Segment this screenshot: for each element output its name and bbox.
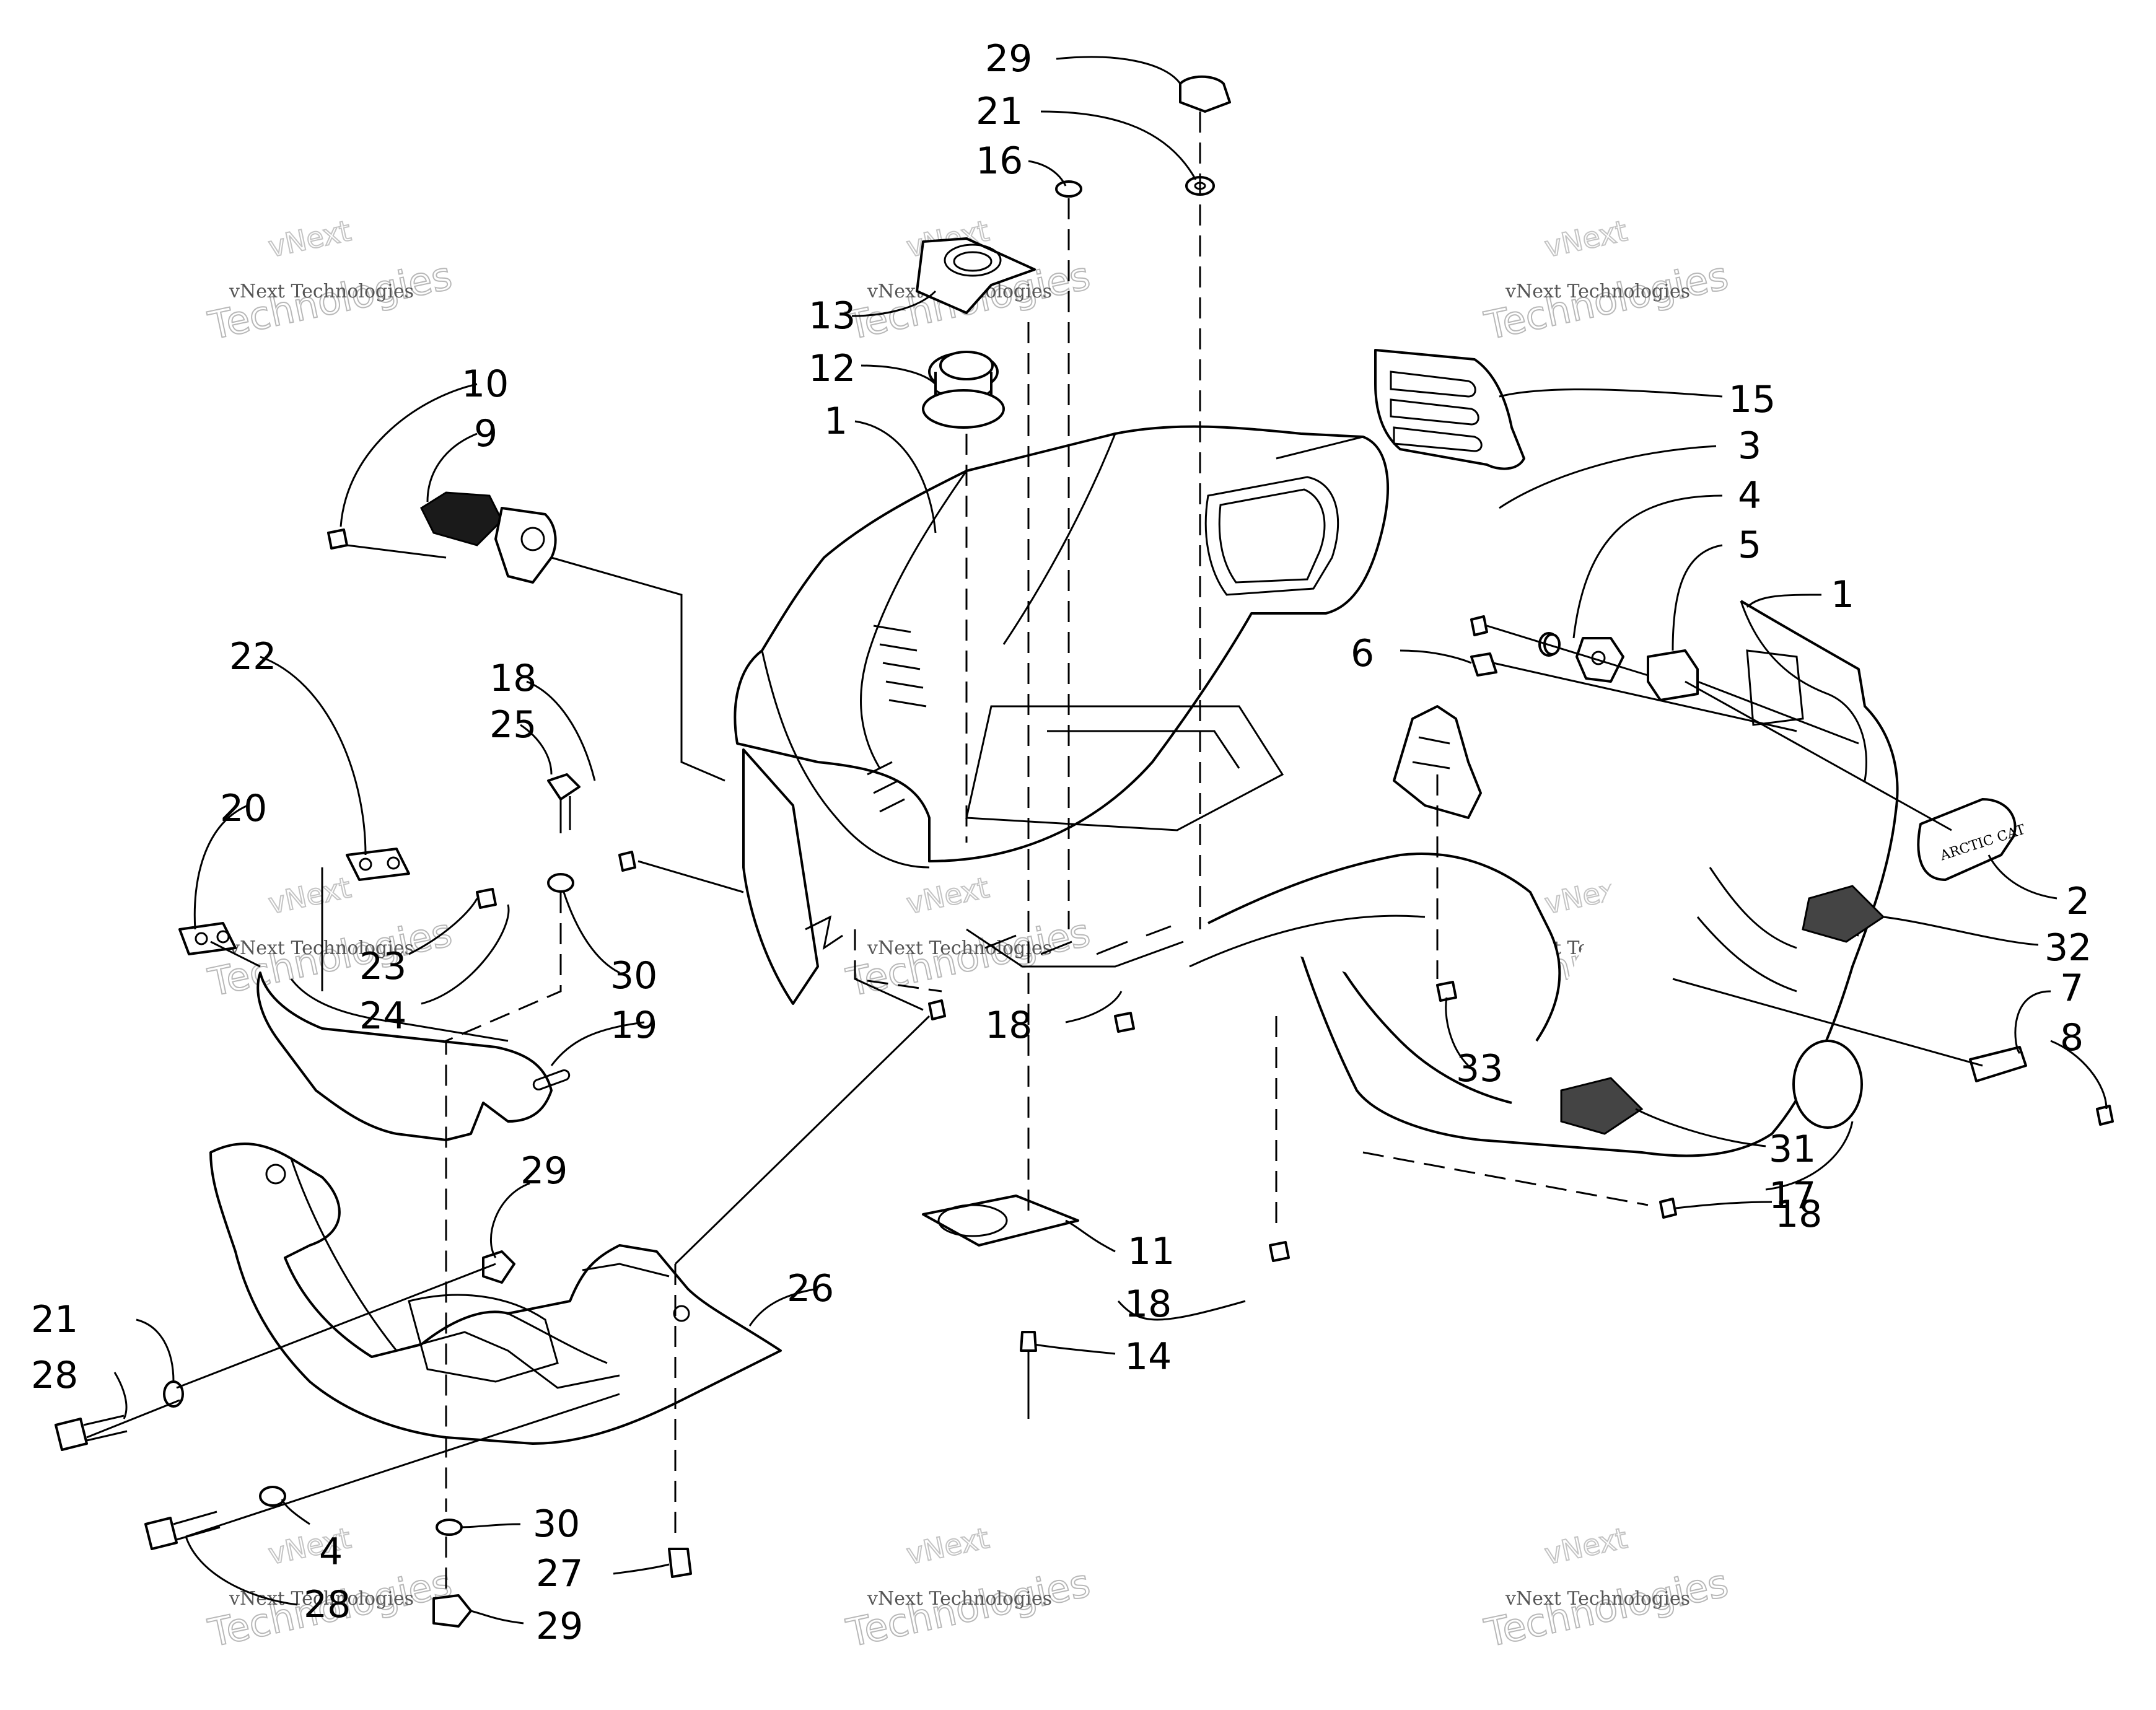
part-15-vent-grille: [1374, 349, 1525, 470]
callout-27: 27: [536, 1552, 583, 1595]
part-11-base-plate: [922, 1195, 1079, 1247]
part-22-plate: [346, 848, 410, 881]
watermark-vnext: vNext: [1541, 214, 1630, 264]
part-17-round-plug: [1792, 1040, 1863, 1129]
callout-18: 18: [489, 657, 537, 700]
part-32-grille: [1802, 885, 1885, 943]
callout-28-low: 28: [304, 1583, 351, 1626]
watermark-vnext: vNext: [265, 870, 354, 921]
callout-30: 30: [610, 954, 657, 998]
watermark-vnext: vNext: [903, 870, 992, 921]
watermark-vnext: vNext: [903, 1521, 992, 1571]
callout-33: 33: [1456, 1047, 1503, 1090]
part-31-grille: [1560, 1077, 1644, 1135]
callout-4-low: 4: [319, 1530, 343, 1574]
part-1-right-fender: [1189, 600, 1899, 1157]
watermark-text: vNext Technologies: [1505, 1588, 1690, 1610]
part-7-reflector: [1969, 1046, 2027, 1082]
part-33-bracket: [1393, 705, 1482, 819]
callout-12: 12: [809, 347, 856, 390]
callout-7: 7: [2060, 967, 2084, 1010]
part-1-main-body: [734, 425, 1389, 1005]
callout-9: 9: [474, 412, 497, 455]
part-12-plug: [922, 351, 1005, 429]
callout-14: 14: [1124, 1335, 1172, 1379]
callout-labels: 29 21 16 13 12 1 10 9 15 3 4 5 1 6 18 25…: [31, 37, 2092, 1648]
assembly-lines: [86, 112, 1983, 1592]
callout-21-low: 21: [31, 1298, 78, 1341]
callout-4: 4: [1738, 474, 1761, 517]
callout-26: 26: [787, 1267, 834, 1310]
part-13-plate: [916, 237, 1036, 314]
callout-2: 2: [2066, 880, 2090, 923]
callout-11: 11: [1128, 1230, 1175, 1273]
watermark-text: vNext Technologies: [867, 1588, 1052, 1610]
callout-29: 29: [985, 37, 1032, 81]
callout-22: 22: [229, 635, 276, 678]
watermark-vnext: vNext: [1541, 1521, 1630, 1571]
watermark-vnext: vNext: [265, 214, 354, 264]
callout-5: 5: [1738, 524, 1761, 567]
hardware: [55, 75, 2114, 1628]
callout-18-right: 18: [1775, 1193, 1822, 1236]
callout-1-right: 1: [1831, 573, 1854, 616]
callout-30-low: 30: [533, 1502, 580, 1546]
callout-20: 20: [220, 787, 267, 830]
callout-13: 13: [809, 294, 856, 338]
watermark-text: vNext Technologies: [229, 1588, 414, 1610]
callout-6: 6: [1351, 632, 1374, 675]
callout-18-mid: 18: [985, 1004, 1032, 1047]
callout-32: 32: [2044, 926, 2092, 970]
callout-18-low: 18: [1124, 1282, 1172, 1326]
callout-24: 24: [359, 994, 406, 1038]
callout-3: 3: [1738, 424, 1761, 468]
callout-21: 21: [976, 90, 1023, 133]
watermark-text: vNext Technologies: [1505, 281, 1690, 302]
part-2-logo-badge: ARCTIC CAT: [1917, 798, 2027, 881]
callout-8: 8: [2060, 1016, 2084, 1059]
callout-10: 10: [462, 362, 509, 406]
part-19-bumper: [256, 971, 571, 1141]
callout-1: 1: [824, 400, 848, 443]
watermark-text: vNext Technologies: [867, 937, 1052, 959]
part-9-mount: [420, 491, 557, 584]
callout-leaders: [113, 56, 2108, 1624]
callout-28: 28: [31, 1354, 78, 1397]
callout-19: 19: [610, 1004, 657, 1047]
callout-29-mid: 29: [520, 1149, 567, 1193]
callout-29-low: 29: [536, 1605, 583, 1648]
callout-23: 23: [359, 945, 406, 988]
callout-25: 25: [489, 703, 537, 747]
callout-31: 31: [1769, 1128, 1816, 1171]
watermark-text: vNext Technologies: [229, 281, 414, 302]
callout-15: 15: [1729, 378, 1776, 421]
callout-17: 17: [1769, 1174, 1816, 1217]
callout-16: 16: [976, 139, 1023, 183]
part-26-belly-pan: [209, 1142, 782, 1445]
